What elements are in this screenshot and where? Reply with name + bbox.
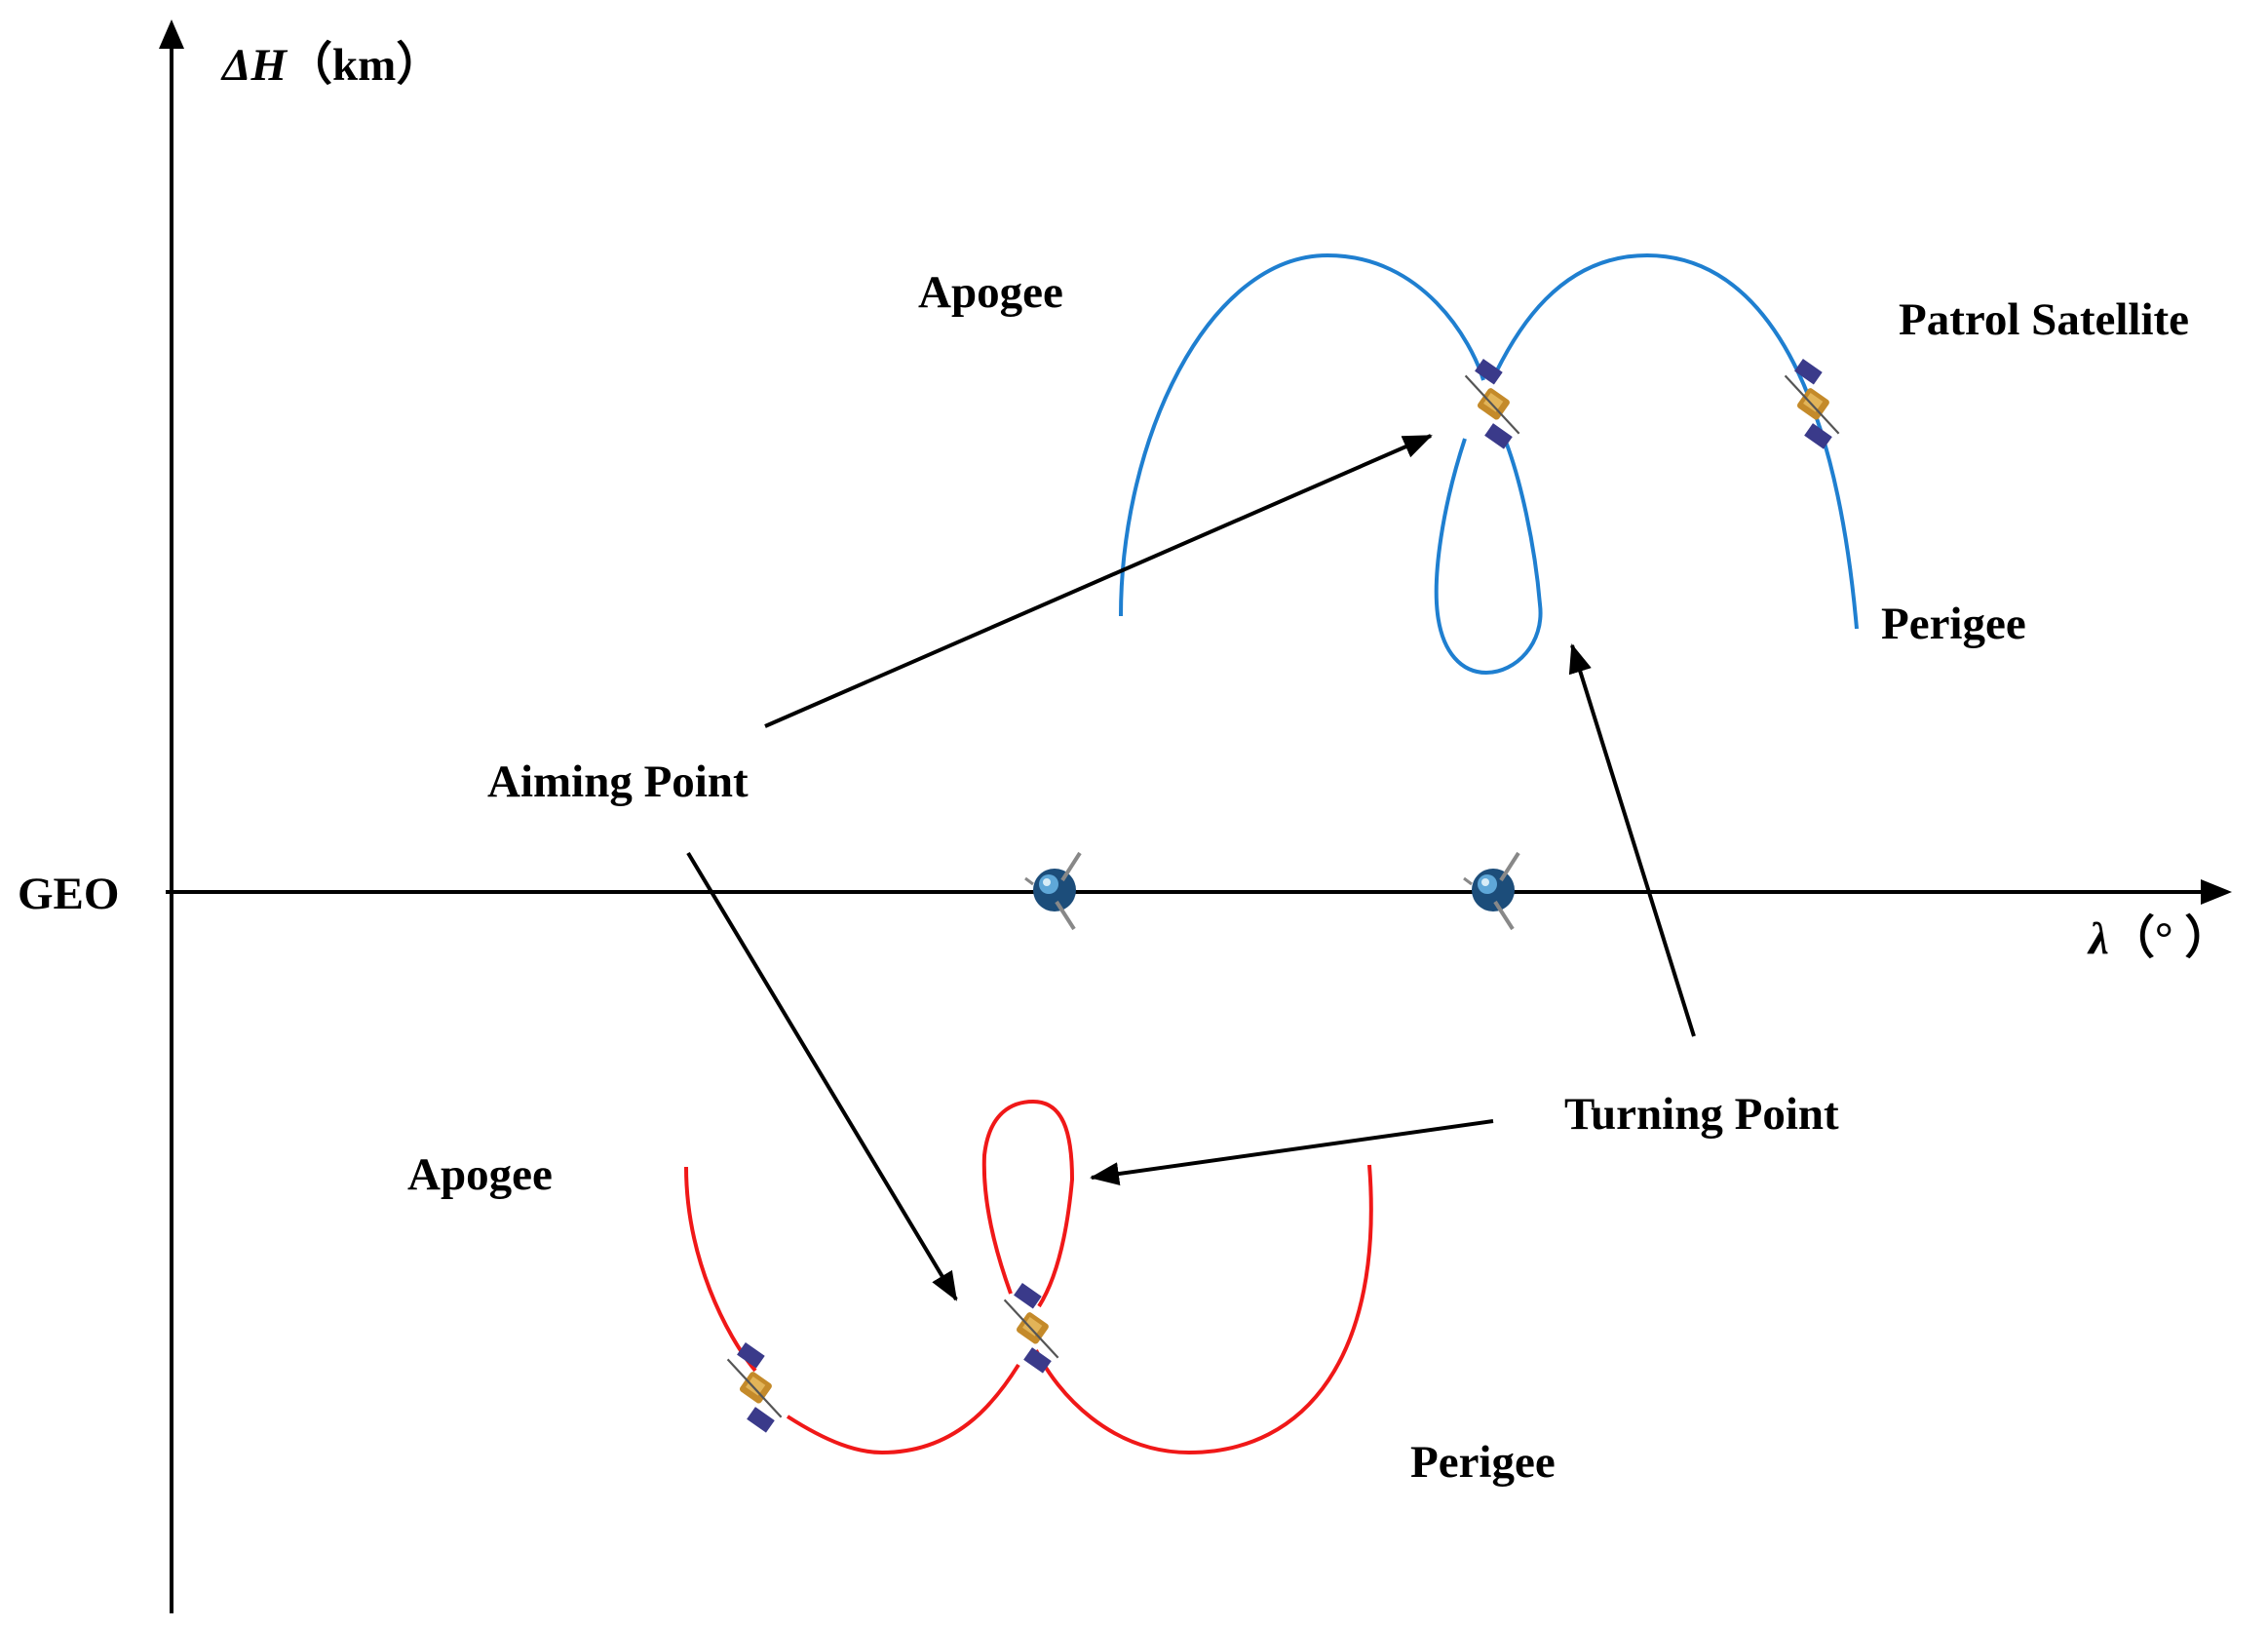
turning-arrow-upper — [1568, 643, 1696, 1037]
lower-trajectory — [684, 1099, 1373, 1455]
apogee-lower-label: Apogee — [407, 1149, 553, 1200]
y-axis — [159, 19, 184, 1613]
aiming-point-label: Aiming Point — [487, 756, 749, 807]
x-axis — [166, 879, 2232, 905]
geo-satellite-icon — [1462, 851, 1520, 931]
aiming-arrow-upper — [764, 434, 1433, 728]
upper-trajectory — [1119, 252, 1859, 676]
x-axis-label: λ（° ） — [2087, 913, 2230, 964]
geo-label: GEO — [18, 869, 119, 919]
apogee-upper-label: Apogee — [918, 267, 1063, 318]
patrol-satellite-icon — [726, 1340, 783, 1434]
perigee-upper-label: Perigee — [1881, 599, 2026, 649]
turning-arrow-lower — [1090, 1119, 1494, 1185]
geo-satellite-icon — [1023, 851, 1082, 931]
perigee-lower-label: Perigee — [1410, 1437, 1556, 1488]
patrol-satellite-label: Patrol Satellite — [1899, 294, 2189, 345]
aiming-arrow-lower — [686, 851, 958, 1301]
patrol-satellite-icon — [1464, 357, 1520, 450]
patrol-satellite-icon — [1003, 1281, 1059, 1375]
patrol-satellite-icon — [1784, 357, 1840, 450]
y-axis-label: ΔH（km） — [220, 40, 442, 91]
turning-point-label: Turning Point — [1564, 1089, 1839, 1140]
